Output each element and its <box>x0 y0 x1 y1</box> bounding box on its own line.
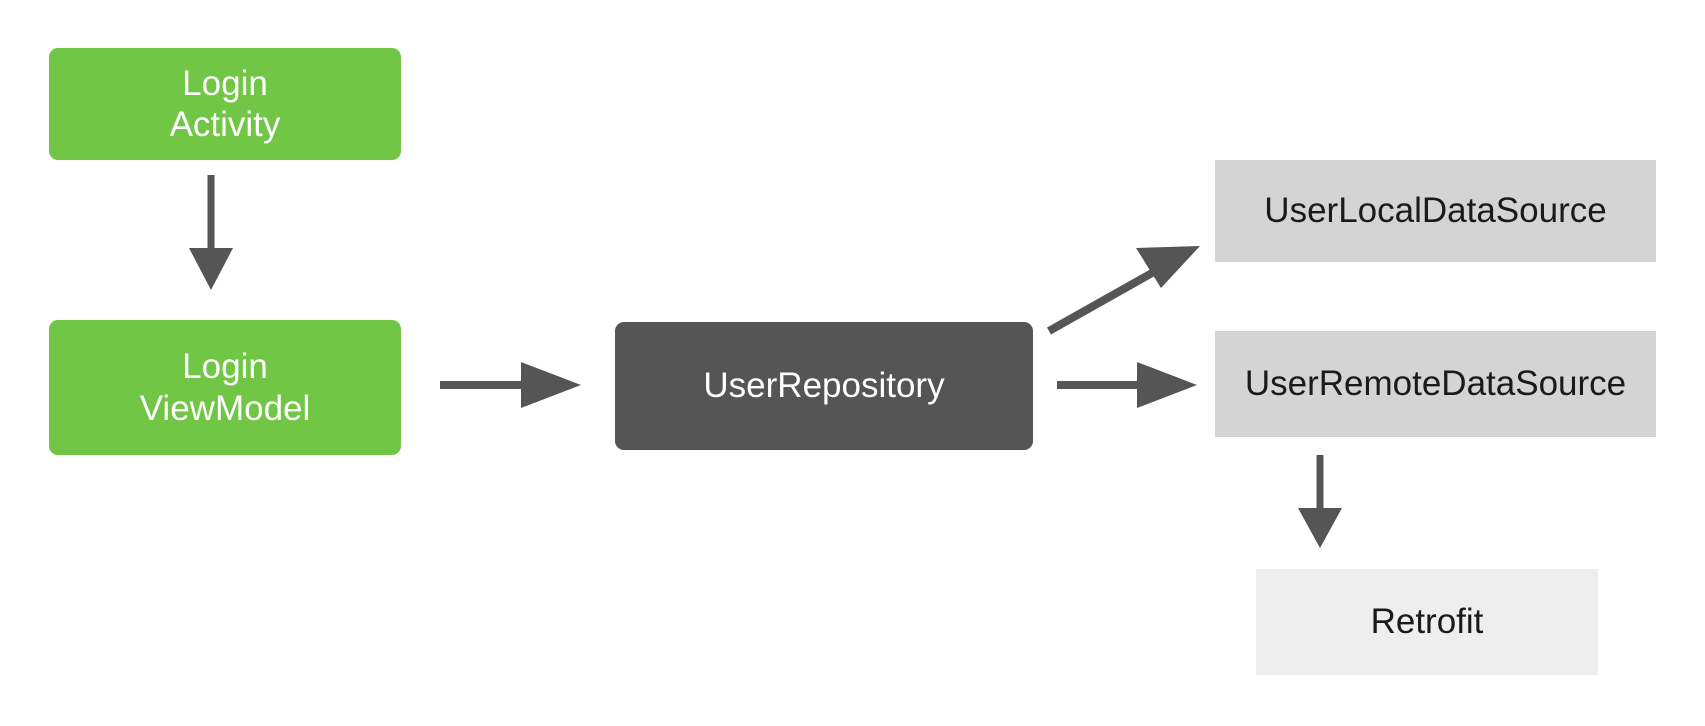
node-login-viewmodel[interactable]: Login ViewModel <box>49 320 401 455</box>
node-user-remote-data-source-label: UserRemoteDataSource <box>1244 364 1627 404</box>
node-user-local-data-source[interactable]: UserLocalDataSource <box>1215 160 1656 262</box>
edge-remote-to-retrofit <box>1298 455 1342 548</box>
node-user-repository[interactable]: UserRepository <box>615 322 1033 450</box>
node-login-activity-label: Login Activity <box>169 63 281 144</box>
node-retrofit[interactable]: Retrofit <box>1256 569 1598 675</box>
edge-viewmodel-to-repository <box>440 362 581 408</box>
node-user-remote-data-source[interactable]: UserRemoteDataSource <box>1215 331 1656 437</box>
node-user-local-data-source-label: UserLocalDataSource <box>1264 191 1607 231</box>
edge-repository-to-local <box>1047 246 1200 335</box>
node-login-activity[interactable]: Login Activity <box>49 48 401 160</box>
node-login-viewmodel-label: Login ViewModel <box>139 347 311 428</box>
edge-repository-to-remote <box>1057 362 1197 408</box>
node-user-repository-label: UserRepository <box>703 366 945 406</box>
node-retrofit-label: Retrofit <box>1370 602 1484 642</box>
edge-activity-to-viewmodel <box>189 175 233 290</box>
